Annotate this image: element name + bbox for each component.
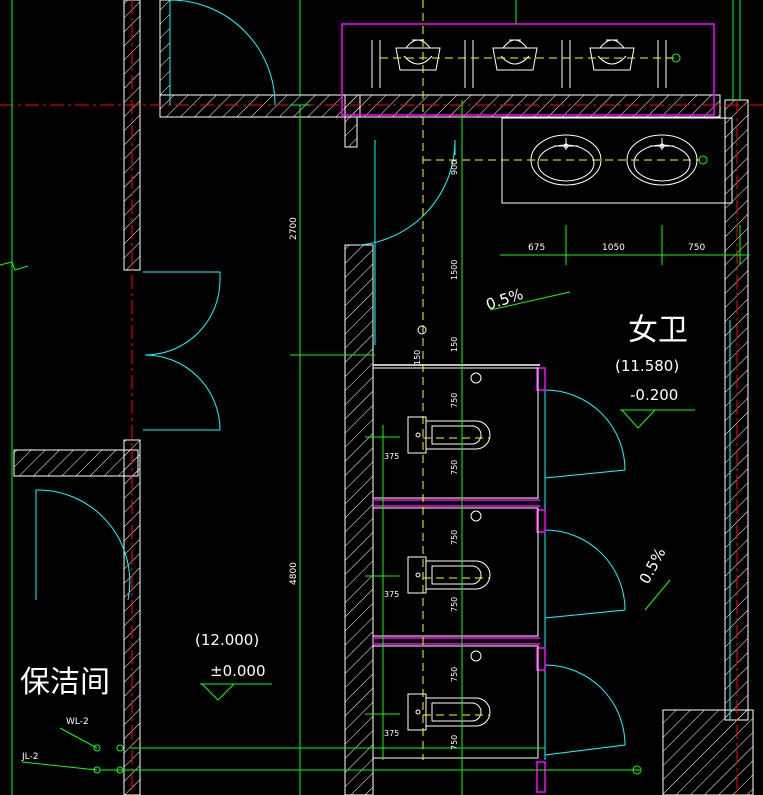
pipe-layer [380, 0, 700, 760]
level-markers [200, 409, 695, 701]
riser-wl2 [93, 744, 101, 752]
urinal-2 [492, 39, 538, 71]
shaft-block [662, 709, 754, 795]
dim-basin-3: 750 [688, 243, 705, 253]
partition-layer [341, 23, 715, 793]
door-women-entry [359, 139, 456, 246]
slope-label-2: 0.5% [636, 545, 670, 587]
wall-top-left-stub [159, 0, 171, 96]
dim-stall-2b: 750 [450, 597, 459, 612]
wall-top-right [344, 94, 721, 118]
door-stall-1 [544, 389, 626, 479]
room-name-women: 女卫 [628, 313, 688, 348]
stall-3-outline [372, 645, 539, 759]
urinal-screens [371, 40, 667, 88]
slope-arrow-2 [644, 579, 671, 611]
urinal-3 [589, 39, 635, 71]
door-stall-3 [544, 664, 626, 756]
room-elevation-corridor: (12.000) [195, 631, 259, 649]
dim-toilet-offset-2: 375 [384, 590, 399, 599]
level-mark-corridor [200, 683, 272, 701]
door-left-lower [143, 354, 221, 431]
toilet-2 [407, 556, 491, 594]
dim-stall-1b: 750 [450, 460, 459, 475]
room-name-janitor: 保洁间 [20, 665, 110, 700]
stall-outline-layer [372, 117, 733, 759]
slope-arrow-1 [489, 291, 571, 311]
floor-drains [417, 325, 482, 662]
dim-overall-lower: 4800 [289, 562, 299, 585]
fixture-layer [371, 39, 698, 731]
dim-overall-upper: 2700 [289, 217, 299, 240]
wall-janitor-top [13, 449, 139, 477]
room-elevation-women: (11.580) [615, 357, 679, 375]
door-post-2 [536, 509, 546, 533]
pipe-label-waste: WL-2 [66, 717, 89, 727]
door-post-1 [536, 367, 546, 391]
door-layer [35, 0, 731, 760]
stall-1-outline [372, 367, 539, 499]
urinal-zone-frame [341, 23, 715, 116]
door-left-upper [143, 271, 221, 356]
dim-basin-1: 675 [528, 243, 545, 253]
wall-stall-back [344, 244, 374, 795]
door-top-left [169, 0, 276, 106]
door-post-4 [536, 761, 546, 793]
dim-toilet-offset-1: 375 [384, 452, 399, 461]
urinal-1 [395, 39, 441, 71]
door-post-3 [536, 647, 546, 671]
dim-vert-900: 900 [450, 160, 459, 175]
dim-basin-2: 1050 [602, 243, 625, 253]
toilet-3 [407, 693, 491, 731]
wall-left-lower [123, 439, 141, 795]
wall-top-middle [159, 94, 361, 118]
dim-stall-1a: 750 [450, 393, 459, 408]
slope-label-1: 0.5% [484, 285, 526, 314]
dim-stall-2a: 750 [450, 530, 459, 545]
stall-2-outline [372, 507, 539, 637]
label-layer: 女卫 (11.580) -0.200 (12.000) ±0.000 保洁间 0… [20, 160, 705, 762]
dim-vert-150a: 150 [413, 350, 422, 365]
dim-stall-3a: 750 [450, 667, 459, 682]
wall-door-jamb [344, 116, 358, 148]
toilet-1 [407, 416, 491, 454]
level-mark-women [620, 409, 695, 429]
pipe-label-supply: JL-2 [21, 752, 38, 762]
door-stall-2 [544, 529, 626, 619]
floor-level-corridor: ±0.000 [210, 662, 266, 680]
door-janitor [35, 489, 131, 601]
dim-toilet-offset-3: 375 [384, 729, 399, 738]
dim-vert-150b: 150 [450, 337, 459, 352]
pipe-risers [21, 53, 708, 775]
dim-vert-1500: 1500 [450, 260, 459, 280]
floor-level-women: -0.200 [630, 386, 678, 404]
dim-stall-3b: 750 [450, 735, 459, 750]
